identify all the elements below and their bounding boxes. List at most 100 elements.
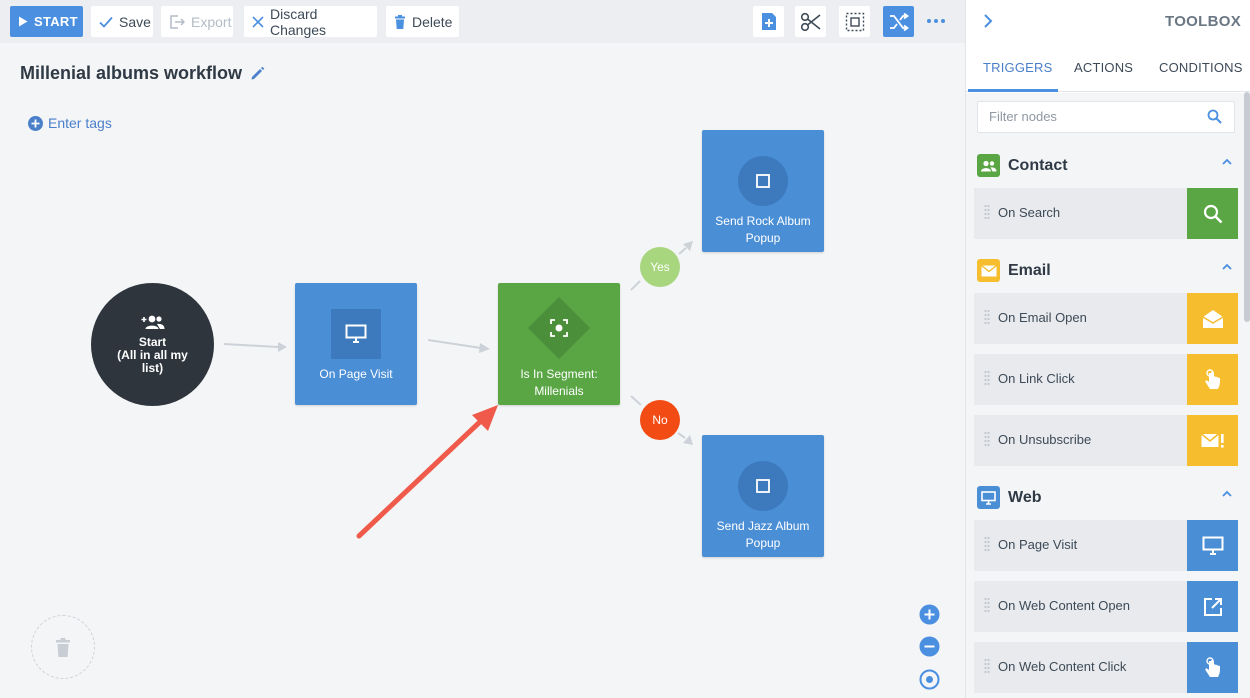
more-options-button[interactable] xyxy=(925,11,947,31)
connector-no-arrowhead xyxy=(683,435,693,445)
workflow-title-text: Millenial albums workflow xyxy=(20,63,243,83)
branch-no-badge[interactable]: No xyxy=(640,400,680,440)
toolbox-node-list: Contact On Search Email On Email Open xyxy=(966,93,1250,698)
toolbox-item-on-search[interactable]: On Search xyxy=(974,188,1238,239)
drag-handle-icon[interactable] xyxy=(984,536,990,552)
discard-changes-button[interactable]: Discard Changes xyxy=(244,5,377,38)
toolbox-title: TOOLBOX xyxy=(1165,13,1241,30)
enter-tags-button[interactable]: Enter tags xyxy=(28,115,112,131)
connectors xyxy=(223,241,693,539)
save-button[interactable]: Save xyxy=(91,6,153,37)
node-is-in-segment[interactable]: Is In Segment: Millenials xyxy=(498,283,620,405)
popup-square-icon xyxy=(756,479,770,493)
center-view-icon[interactable] xyxy=(919,669,940,690)
toolbox-item-on-link-click[interactable]: On Link Click xyxy=(974,354,1238,405)
section-web-header[interactable]: Web xyxy=(977,486,1239,509)
section-contact-header[interactable]: Contact xyxy=(977,154,1239,177)
export-button[interactable]: Export xyxy=(161,6,233,37)
connector-segment-to-no xyxy=(630,395,642,406)
drag-handle-icon[interactable] xyxy=(984,204,990,220)
section-email-header[interactable]: Email xyxy=(977,259,1239,282)
filter-nodes-input[interactable] xyxy=(989,109,1189,124)
toolbox-panel: TOOLBOX TRIGGERS ACTIONS CONDITIONS Cont… xyxy=(965,0,1250,698)
toolbox-tabs: TRIGGERS ACTIONS CONDITIONS xyxy=(966,44,1250,92)
chevron-right-icon[interactable] xyxy=(982,12,994,30)
node-send-jazz-album-popup-label: Send Jazz Album Popup xyxy=(716,519,810,550)
filter-nodes-field[interactable] xyxy=(977,101,1235,133)
zoom-out-icon[interactable] xyxy=(919,636,940,657)
node-on-page-visit-label: On Page Visit xyxy=(319,367,393,381)
connector-start-to-visit xyxy=(223,343,279,348)
toolbox-scrollbar[interactable] xyxy=(1244,92,1250,322)
close-icon xyxy=(252,15,264,28)
connector-segment-to-yes xyxy=(630,280,641,291)
toolbox-item-label: On Web Content Click xyxy=(998,659,1127,674)
delete-button[interactable]: Delete xyxy=(386,6,459,37)
toolbox-item-on-email-open[interactable]: On Email Open xyxy=(974,293,1238,344)
start-node[interactable]: Start (All in all my list) xyxy=(91,283,214,406)
delete-button-label: Delete xyxy=(412,13,453,30)
external-link-icon xyxy=(1187,581,1238,632)
toolbox-item-on-web-content-open[interactable]: On Web Content Open xyxy=(974,581,1238,632)
toolbox-item-label: On Link Click xyxy=(998,371,1075,386)
pointer-hand-icon xyxy=(1187,642,1238,693)
envelope-alert-icon xyxy=(1187,415,1238,466)
chevron-up-icon[interactable] xyxy=(1221,158,1233,166)
node-send-jazz-album-popup[interactable]: Send Jazz Album Popup xyxy=(702,435,824,557)
drag-handle-icon[interactable] xyxy=(984,597,990,613)
start-button[interactable]: START xyxy=(10,6,83,37)
node-on-page-visit[interactable]: On Page Visit xyxy=(295,283,417,405)
envelope-icon xyxy=(977,259,1000,282)
drag-handle-icon[interactable] xyxy=(984,309,990,325)
node-send-rock-album-popup-label: Send Rock Album Popup xyxy=(715,214,811,245)
section-email-label: Email xyxy=(1008,261,1051,279)
workflow-canvas[interactable]: Millenial albums workflow Enter tags Sta… xyxy=(0,43,965,698)
toolbox-item-label: On Page Visit xyxy=(998,537,1078,552)
auto-layout-button[interactable] xyxy=(883,6,914,37)
export-button-label: Export xyxy=(191,13,232,30)
trash-drop-zone[interactable] xyxy=(31,615,95,679)
tab-triggers[interactable]: TRIGGERS xyxy=(983,60,1053,75)
search-icon xyxy=(1187,188,1238,239)
drag-handle-icon[interactable] xyxy=(984,431,990,447)
branch-yes-badge[interactable]: Yes xyxy=(640,247,680,287)
search-icon[interactable] xyxy=(1207,109,1222,124)
chevron-up-icon[interactable] xyxy=(1221,263,1233,271)
enter-tags-label: Enter tags xyxy=(48,115,112,131)
tab-conditions[interactable]: CONDITIONS xyxy=(1159,60,1243,75)
users-add-icon xyxy=(141,315,164,329)
zoom-in-icon[interactable] xyxy=(919,604,940,625)
more-icon xyxy=(927,19,945,23)
drag-handle-icon[interactable] xyxy=(984,370,990,386)
tab-actions[interactable]: ACTIONS xyxy=(1074,60,1134,75)
contacts-icon xyxy=(977,154,1000,177)
monitor-icon xyxy=(977,486,1000,509)
toolbox-item-on-page-visit[interactable]: On Page Visit xyxy=(974,520,1238,571)
cut-button[interactable] xyxy=(795,6,826,37)
connector-visit-to-segment xyxy=(427,339,482,349)
select-area-icon xyxy=(845,12,864,31)
popup-square-icon xyxy=(756,174,770,188)
discard-changes-label: Discard Changes xyxy=(270,5,327,38)
toolbox-item-on-unsubscribe[interactable]: On Unsubscribe xyxy=(974,415,1238,466)
start-node-label: Start (All in all my list) xyxy=(117,335,188,375)
add-node-icon xyxy=(761,13,776,30)
toolbox-item-label: On Unsubscribe xyxy=(998,432,1092,447)
segment-target-icon xyxy=(550,319,568,337)
drag-handle-icon[interactable] xyxy=(984,658,990,674)
toolbox-item-on-web-content-click[interactable]: On Web Content Click xyxy=(974,642,1238,693)
workflow-title: Millenial albums workflow xyxy=(20,63,265,84)
node-send-rock-album-popup[interactable]: Send Rock Album Popup xyxy=(702,130,824,252)
chevron-up-icon[interactable] xyxy=(1221,490,1233,498)
trash-icon xyxy=(395,14,405,29)
select-area-button[interactable] xyxy=(839,6,870,37)
toolbox-header: TOOLBOX xyxy=(966,0,1250,44)
connector-yes-arrowhead xyxy=(683,241,693,251)
toolbox-item-label: On Search xyxy=(998,205,1061,220)
open-envelope-icon xyxy=(1187,293,1238,344)
save-button-label: Save xyxy=(119,13,151,30)
add-node-button[interactable] xyxy=(753,6,784,37)
monitor-icon xyxy=(345,324,367,343)
pencil-icon[interactable] xyxy=(250,66,265,81)
connector-visit-arrowhead xyxy=(479,343,490,353)
